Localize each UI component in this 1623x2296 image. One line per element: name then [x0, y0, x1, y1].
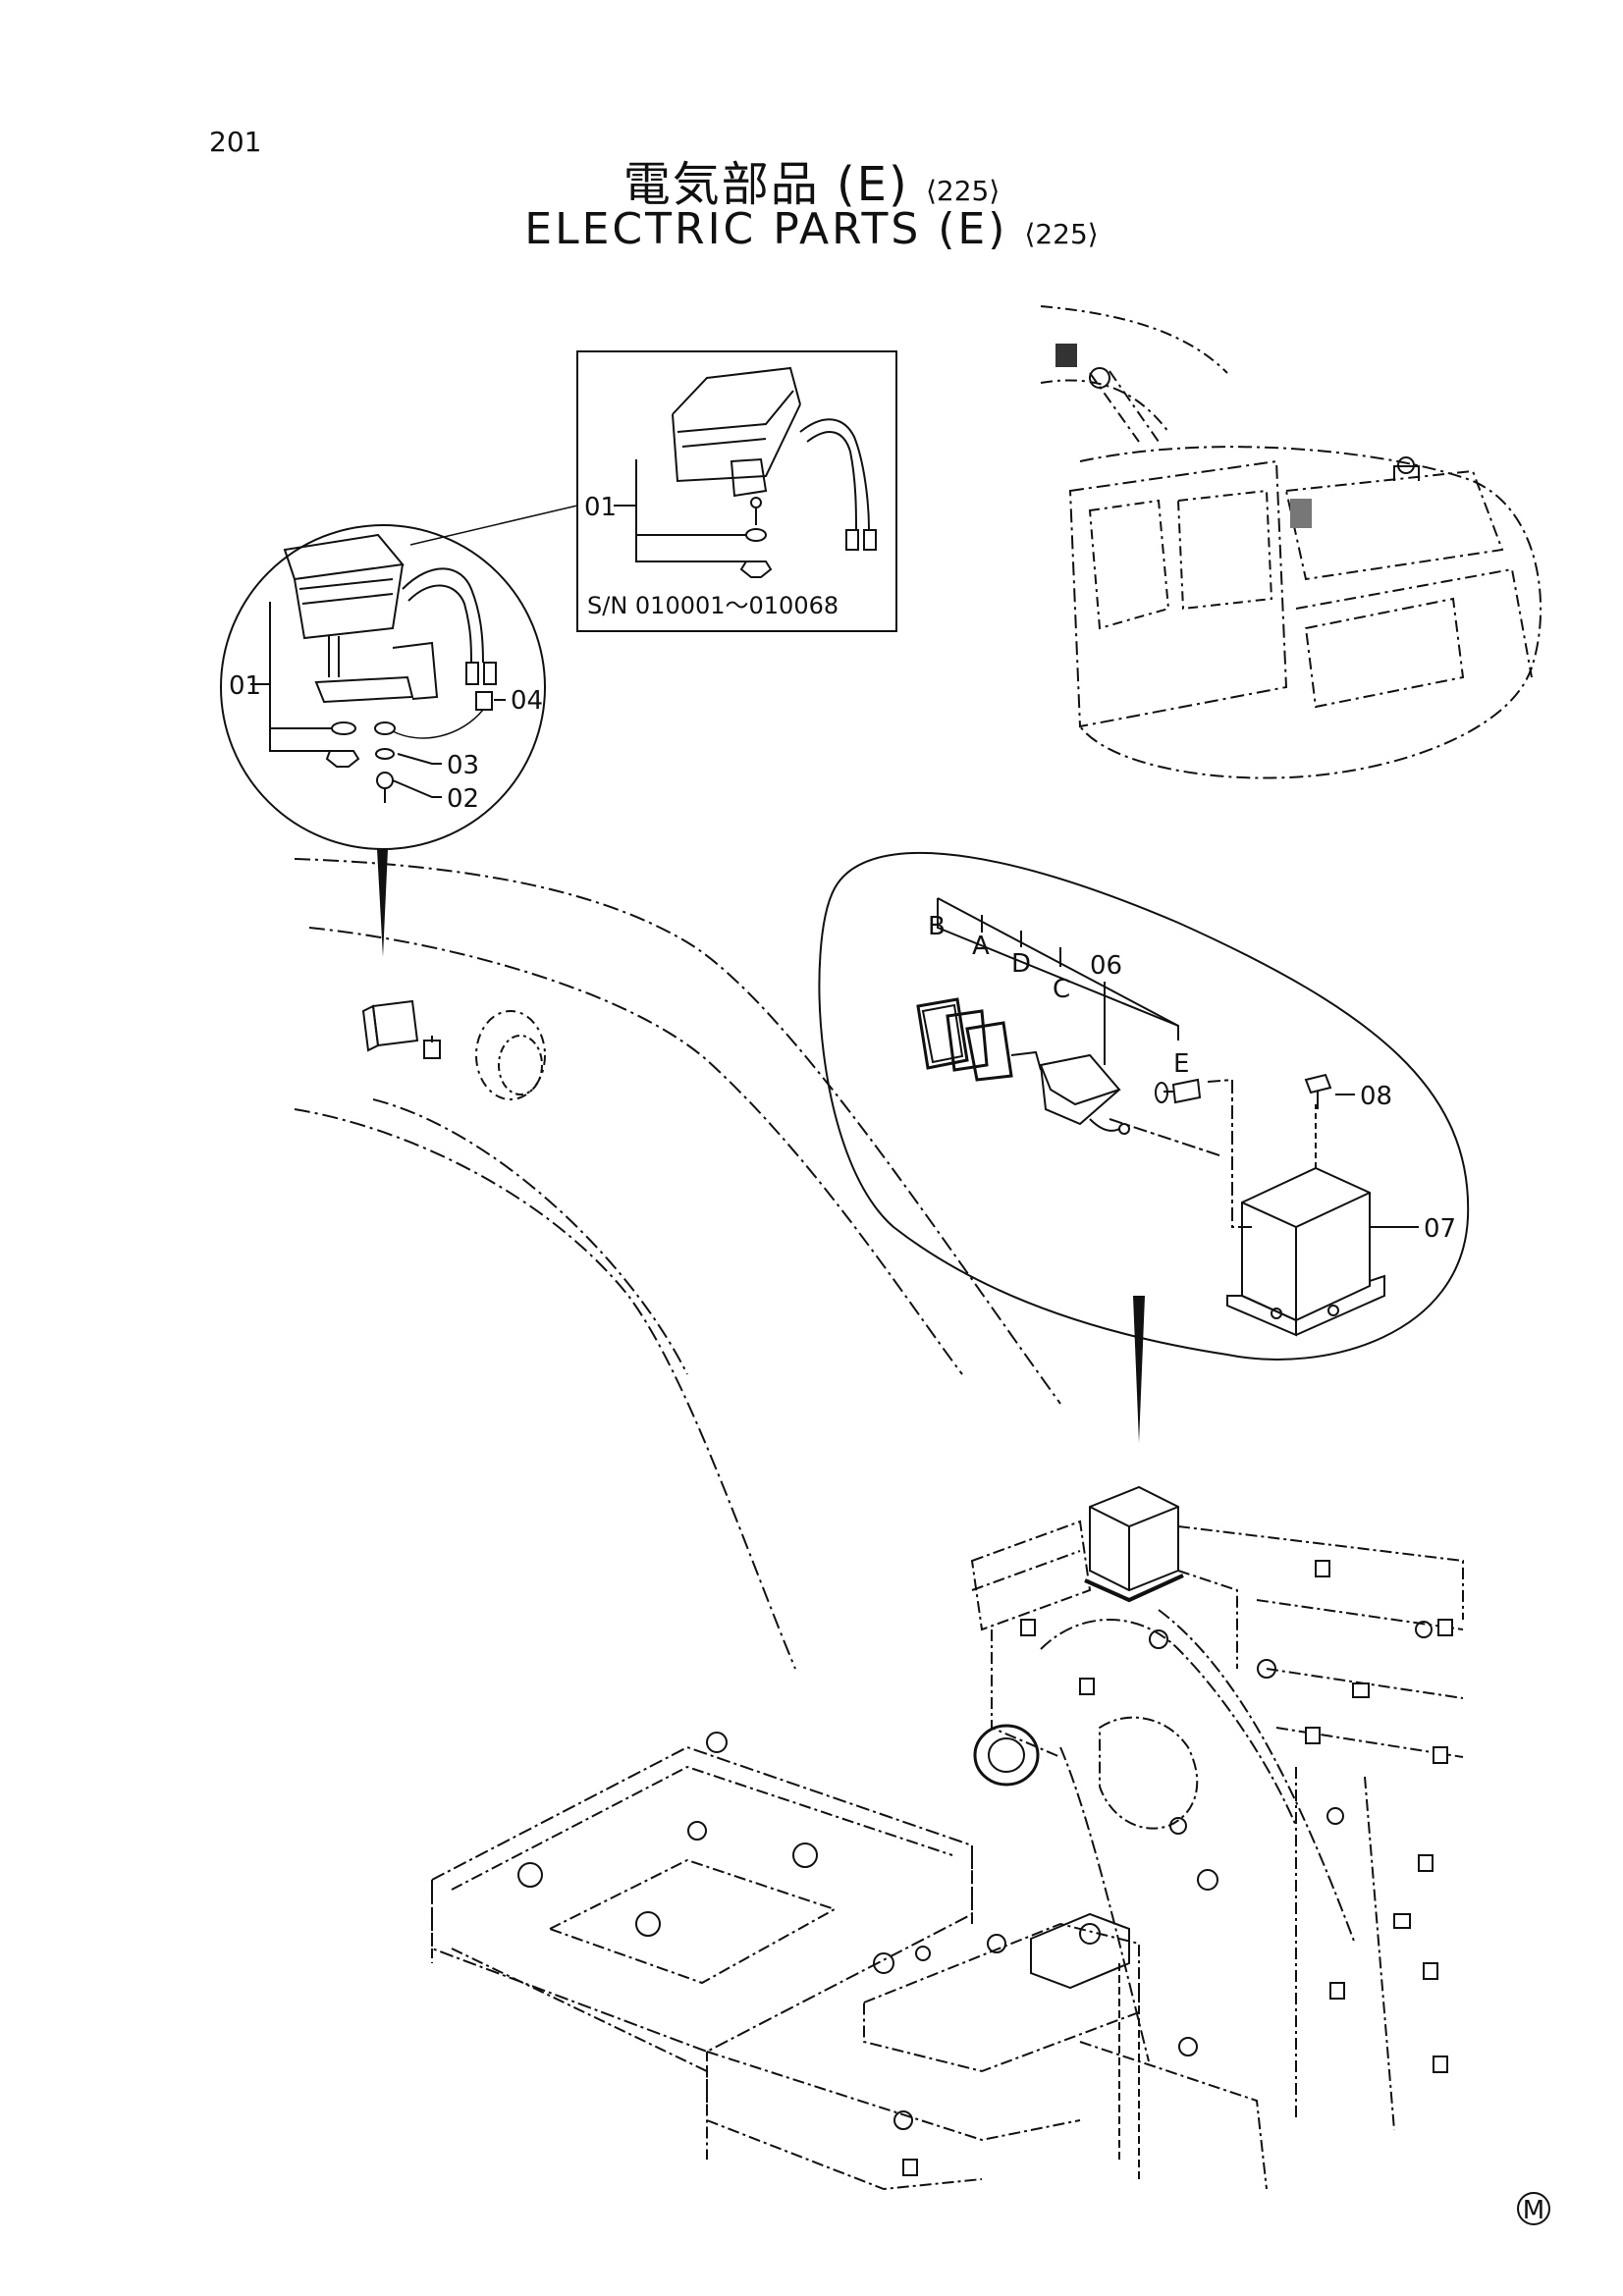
- label-D: D: [1011, 949, 1031, 979]
- machine-overview-illustration: [1040, 305, 1542, 779]
- inset-box-serial-variant: 01 S/N 010001～010068: [576, 350, 897, 632]
- corner-mark-circled-m: M: [1517, 2192, 1550, 2225]
- label-08: 08: [1360, 1082, 1392, 1111]
- label-04: 04: [511, 686, 543, 716]
- label-E: E: [1173, 1049, 1189, 1079]
- boom-illustration: [294, 858, 1061, 1670]
- title-jp-text: 電気部品 (E): [622, 157, 909, 212]
- title-en-text: ELECTRIC PARTS (E): [524, 204, 1008, 254]
- title-jp-suffix: ⟨225⟩: [926, 175, 1001, 207]
- main-frame-illustration: [431, 1485, 1464, 2191]
- corner-mark-letter: M: [1523, 2196, 1544, 2225]
- page-number: 201: [209, 126, 262, 158]
- label-B: B: [928, 912, 946, 941]
- label-C: C: [1053, 975, 1070, 1004]
- label-02: 02: [447, 784, 479, 814]
- label-06: 06: [1090, 951, 1122, 981]
- label-03: 03: [447, 751, 479, 780]
- inset-serial-range: S/N 010001～010068: [587, 592, 839, 619]
- label-A: A: [972, 932, 990, 961]
- label-01-inset: 01: [584, 493, 617, 522]
- pointer-to-relay-location: [1133, 1296, 1145, 1443]
- page-title-japanese: 電気部品 (E) ⟨225⟩: [0, 145, 1623, 214]
- label-07: 07: [1424, 1214, 1456, 1244]
- detail-circle-work-lamp: 01 04 03 02: [220, 524, 546, 850]
- label-01: 01: [229, 671, 261, 701]
- page-title-english: ELECTRIC PARTS (E) ⟨225⟩: [0, 204, 1623, 254]
- pointer-to-lamp-location: [377, 849, 388, 957]
- detail-oval-relay-assembly: B A D C 06 E 08 07: [818, 851, 1470, 1361]
- title-en-suffix: ⟨225⟩: [1024, 218, 1099, 250]
